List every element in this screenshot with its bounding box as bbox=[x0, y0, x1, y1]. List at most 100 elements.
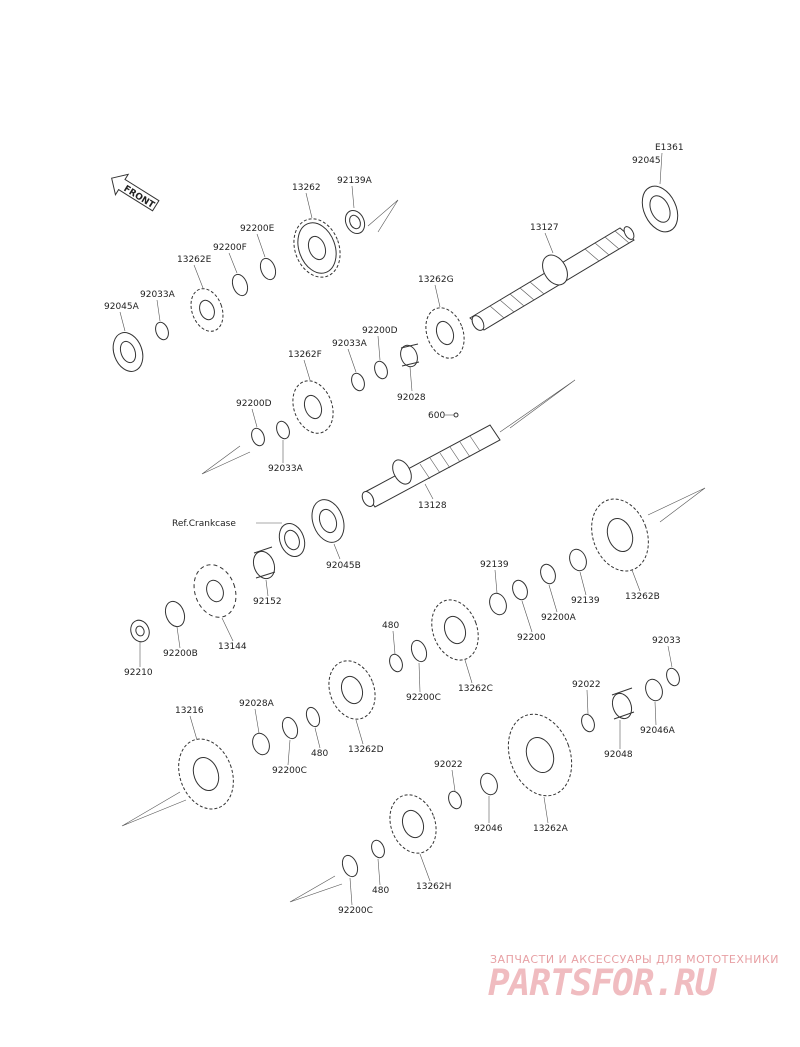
label-92033: 92033 bbox=[652, 636, 681, 646]
bushing-92028 bbox=[400, 343, 420, 368]
label-480: 480 bbox=[382, 621, 399, 631]
label-92139: 92139 bbox=[571, 596, 600, 606]
gear-13262C bbox=[431, 599, 479, 661]
nut-92210 bbox=[130, 619, 150, 643]
watermark: ЗАПЧАСТИ И АКСЕССУАРЫ ДЛЯ МОТОТЕХНИКИ PA… bbox=[488, 953, 779, 1004]
gear-13262D bbox=[328, 660, 376, 720]
gear-13262B bbox=[591, 498, 649, 572]
oil-seal bbox=[278, 523, 306, 557]
label-600: 600 bbox=[428, 411, 445, 421]
washer-92200C bbox=[341, 854, 359, 878]
label-92046A: 92046A bbox=[640, 726, 676, 736]
circlip-92033 bbox=[666, 667, 680, 687]
label-92200D: 92200D bbox=[236, 399, 272, 409]
label-92200A: 92200A bbox=[541, 613, 577, 623]
circlip-92033A bbox=[276, 420, 290, 440]
washer-92200C bbox=[281, 716, 299, 740]
label-13262F: 13262F bbox=[288, 350, 322, 360]
label-92200C: 92200C bbox=[406, 693, 441, 703]
collar-92152 bbox=[252, 546, 276, 580]
label-92033A: 92033A bbox=[268, 464, 304, 474]
label-92200B: 92200B bbox=[163, 649, 198, 659]
label-92139A: 92139A bbox=[337, 176, 373, 186]
front-arrow-icon: FRONT bbox=[111, 173, 160, 212]
label-92046: 92046 bbox=[474, 824, 503, 834]
label-92200E: 92200E bbox=[240, 224, 275, 234]
label-13262A: 13262A bbox=[533, 824, 569, 834]
gear-13216 bbox=[178, 738, 234, 810]
washer-92200A bbox=[540, 563, 556, 585]
label-92028: 92028 bbox=[397, 393, 426, 403]
label-92210: 92210 bbox=[124, 668, 153, 678]
needle-bearing-92139 bbox=[489, 592, 507, 616]
needle-bearing-92139 bbox=[569, 548, 587, 572]
label-13216: 13216 bbox=[175, 706, 204, 716]
washer-92022 bbox=[448, 790, 462, 810]
label-92200: 92200 bbox=[517, 633, 546, 643]
circlip-92033A bbox=[351, 372, 365, 392]
gear-13262A bbox=[507, 713, 573, 797]
leader-lines bbox=[119, 152, 673, 906]
gear-13262H bbox=[389, 794, 437, 854]
label-13262D: 13262D bbox=[348, 745, 384, 755]
label-92045A: 92045A bbox=[104, 302, 140, 312]
washer-92200D bbox=[251, 427, 265, 447]
needle-bearing-92139A bbox=[344, 209, 366, 235]
watermark-tagline: ЗАПЧАСТИ И АКСЕССУАРЫ ДЛЯ МОТОТЕХНИКИ bbox=[490, 953, 779, 966]
bearing-92045B bbox=[311, 499, 345, 543]
washer-92200E bbox=[259, 257, 277, 281]
gear-13262F bbox=[292, 380, 334, 434]
label-92152: 92152 bbox=[253, 597, 282, 607]
label-13262C: 13262C bbox=[458, 684, 493, 694]
bearing-92045 bbox=[641, 185, 679, 233]
label-92139: 92139 bbox=[480, 560, 509, 570]
circlip-480 bbox=[371, 839, 385, 859]
label-480: 480 bbox=[311, 749, 328, 759]
label-92022: 92022 bbox=[434, 760, 463, 770]
washer-92022 bbox=[581, 713, 595, 733]
label-92045: 92045 bbox=[632, 156, 661, 166]
output-shaft-13127 bbox=[469, 226, 635, 331]
label-92022: 92022 bbox=[572, 680, 601, 690]
label-92200C: 92200C bbox=[338, 906, 373, 916]
bushing-92028A bbox=[252, 732, 270, 756]
label-ref-crankcase: Ref.Crankcase bbox=[172, 519, 236, 529]
label-13262: 13262 bbox=[292, 183, 321, 193]
needle-bearing-92046 bbox=[480, 772, 498, 796]
label-92200C: 92200C bbox=[272, 766, 307, 776]
circlip-480 bbox=[305, 706, 321, 728]
sprocket-13144 bbox=[193, 564, 237, 618]
part-labels: E1361 92045 13127 13262 92139A 92200E 92… bbox=[104, 143, 684, 916]
needle-bearing-92046A bbox=[645, 678, 663, 702]
washer-92200 bbox=[512, 579, 528, 601]
washer-92200F bbox=[231, 273, 249, 297]
label-92045B: 92045B bbox=[326, 561, 361, 571]
label-13262H: 13262H bbox=[416, 882, 451, 892]
label-13127: 13127 bbox=[530, 223, 559, 233]
watermark-brand: PARTSFOR.RU bbox=[488, 963, 718, 1004]
washer-92200D bbox=[374, 360, 388, 380]
label-92200D: 92200D bbox=[362, 326, 398, 336]
collar-92048 bbox=[611, 687, 635, 720]
label-92028A: 92028A bbox=[239, 699, 275, 709]
gear-13262 bbox=[293, 218, 341, 278]
label-92033A: 92033A bbox=[140, 290, 176, 300]
label-E1361: E1361 bbox=[655, 143, 684, 153]
bearing-92045A bbox=[112, 332, 144, 372]
label-13262G: 13262G bbox=[418, 275, 454, 285]
input-shaft-13128 bbox=[361, 424, 501, 508]
label-92048: 92048 bbox=[604, 750, 633, 760]
gear-13262G bbox=[425, 307, 465, 359]
circlip-92033A bbox=[155, 321, 169, 341]
gear-13262E bbox=[190, 288, 224, 332]
label-13262B: 13262B bbox=[625, 592, 660, 602]
circlip-480 bbox=[389, 653, 403, 673]
washer-92200B bbox=[164, 600, 186, 628]
washer-92200C bbox=[410, 639, 428, 663]
label-92033A: 92033A bbox=[332, 339, 368, 349]
label-480: 480 bbox=[372, 886, 389, 896]
label-13262E: 13262E bbox=[177, 255, 212, 265]
label-92200F: 92200F bbox=[213, 243, 247, 253]
label-13144: 13144 bbox=[218, 642, 247, 652]
